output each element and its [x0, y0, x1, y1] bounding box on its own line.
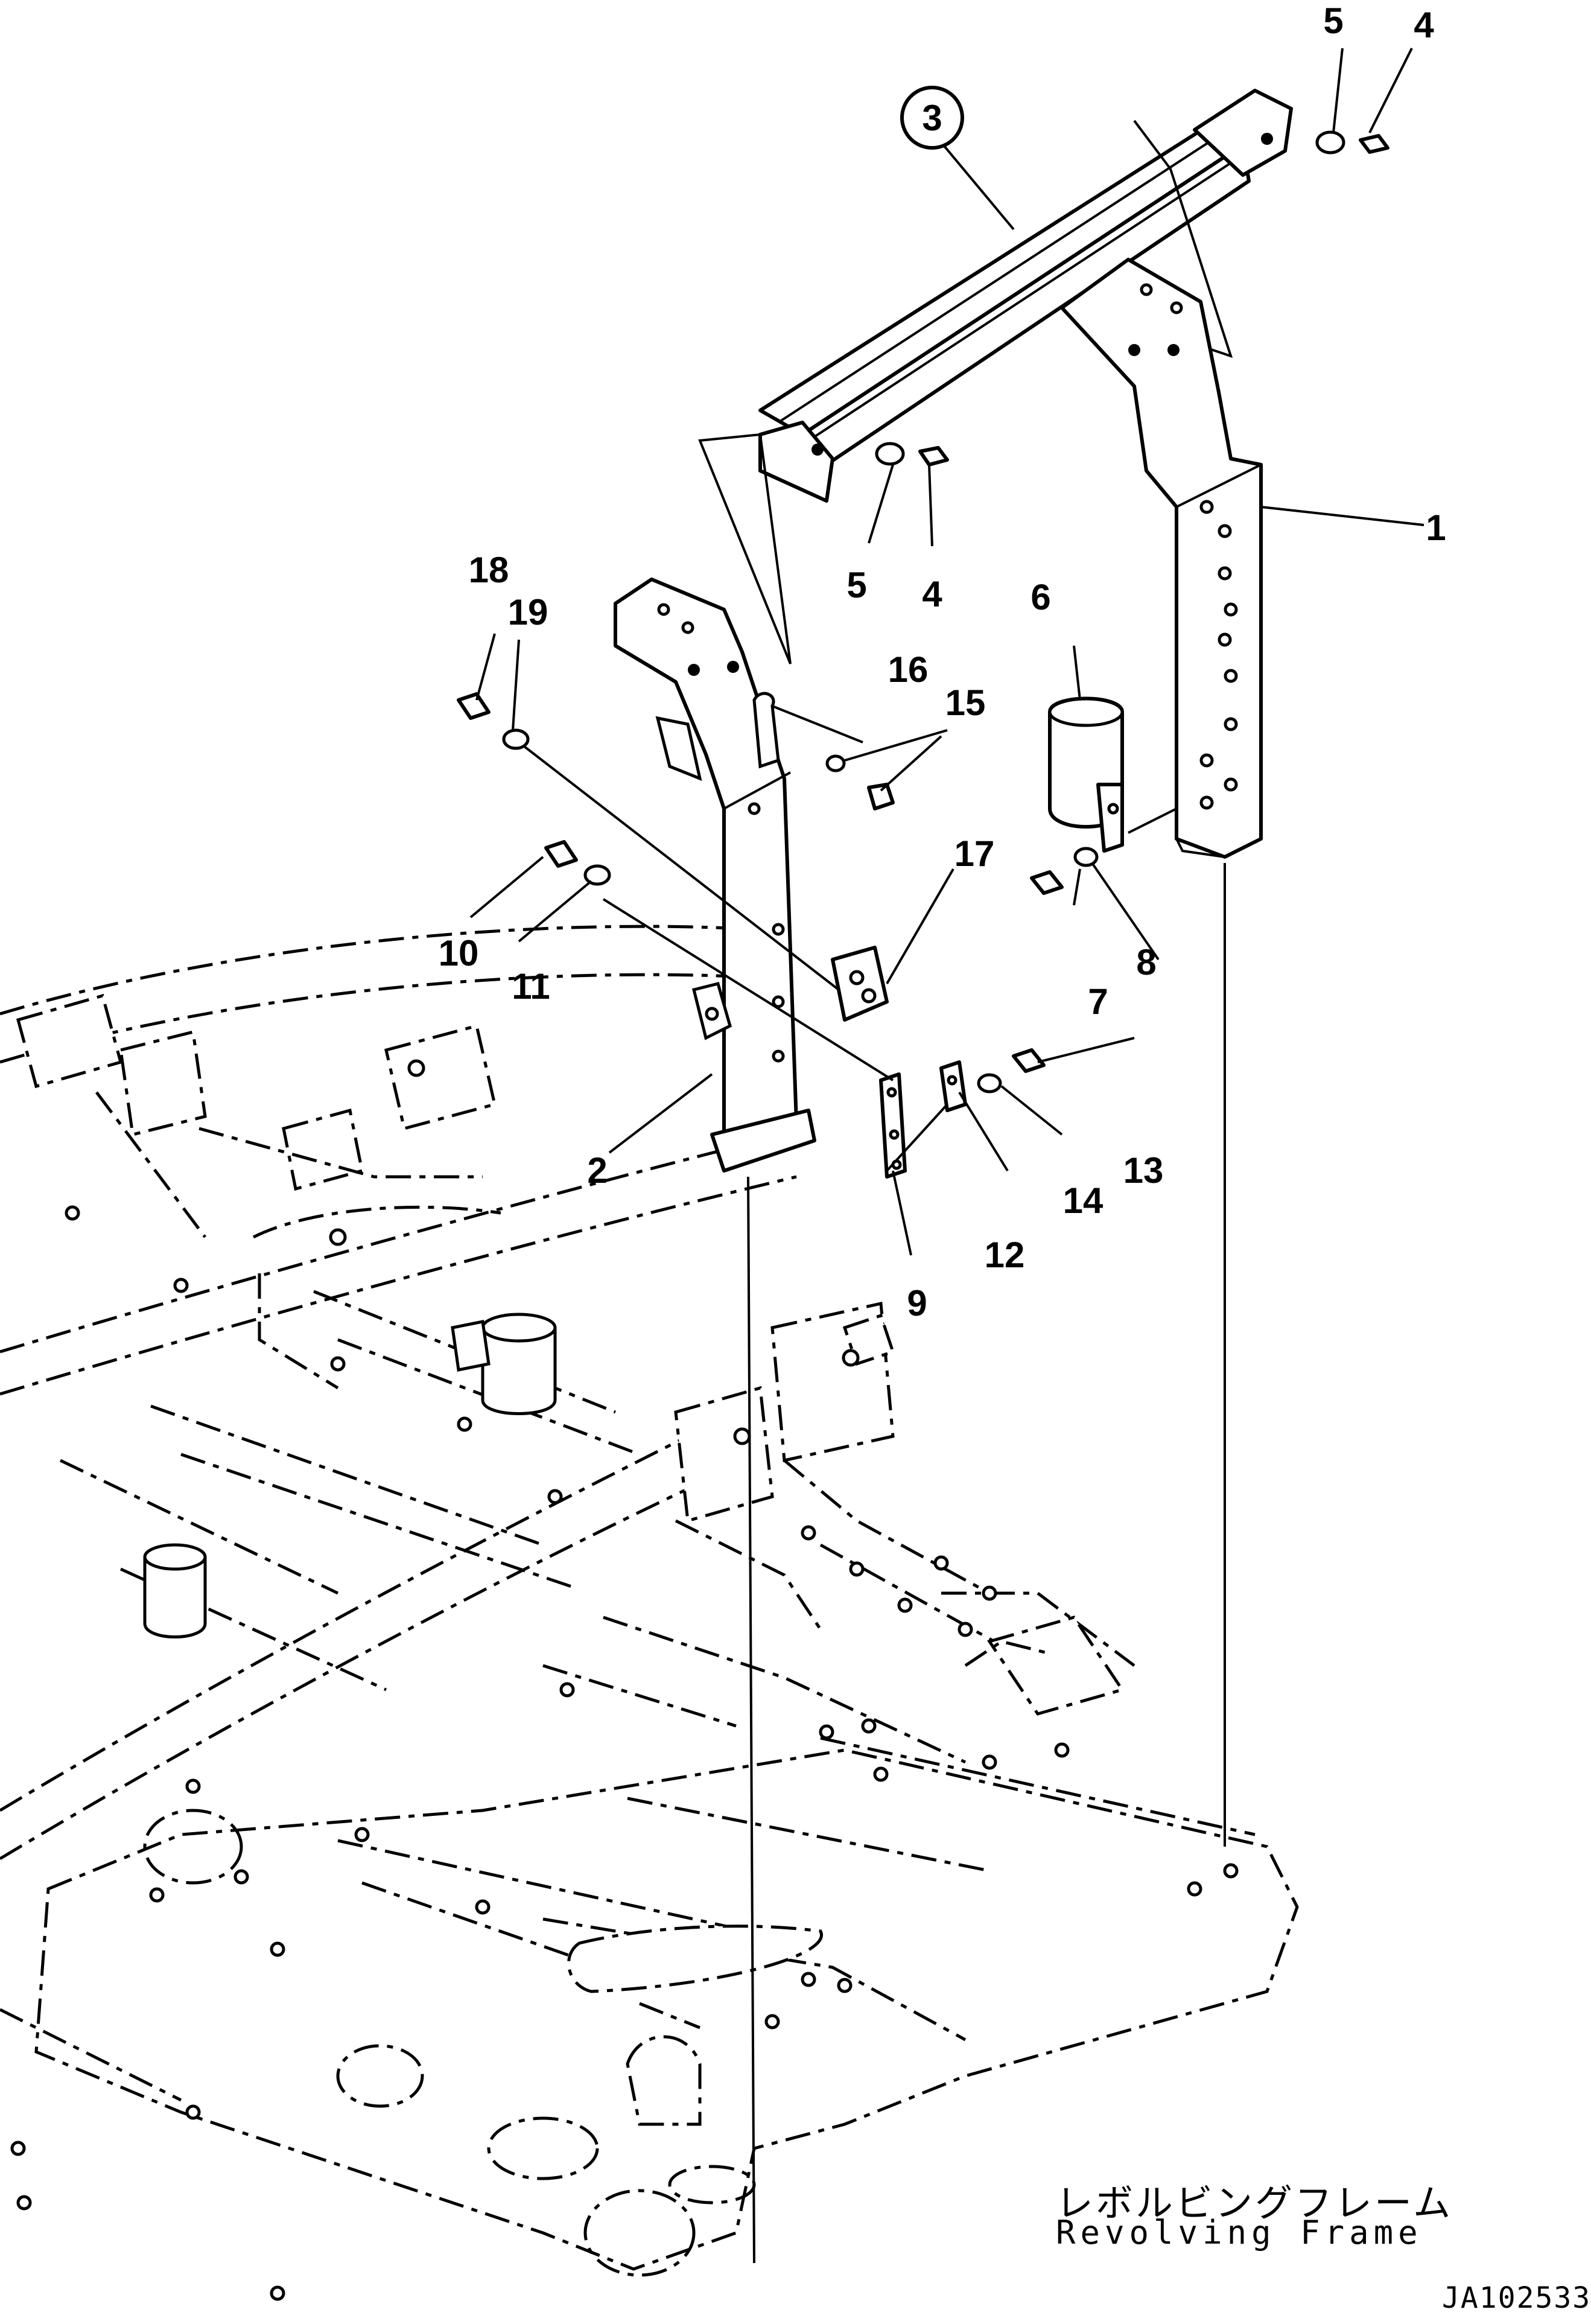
fasteners	[457, 130, 1389, 1094]
bracket-part-12	[939, 1060, 967, 1112]
label-2: 2	[587, 1150, 607, 1191]
callout-leaders	[469, 48, 1424, 1256]
callout-3-circle	[900, 86, 964, 150]
label-13: 13	[1123, 1150, 1164, 1191]
label-7: 7	[1088, 981, 1108, 1022]
frame-caption-english: Revolving Frame	[1056, 2214, 1423, 2252]
label-17: 17	[954, 833, 995, 874]
label-14: 14	[1063, 1180, 1104, 1221]
label-18: 18	[469, 550, 509, 590]
label-15: 15	[945, 683, 986, 723]
label-6: 6	[1030, 577, 1050, 617]
label-9: 9	[907, 1283, 927, 1323]
label-4-top: 4	[1414, 5, 1434, 45]
label-10: 10	[439, 933, 479, 973]
revolving-frame-outline	[0, 925, 1299, 2277]
callout-numbers: 3 5 4 1 5 4 6 18 19 16 15 17 10 11 8 7 1…	[439, 1, 1446, 1323]
right-post-part-1	[1060, 258, 1263, 859]
frame-mounts	[143, 1313, 557, 1638]
label-1: 1	[1426, 508, 1446, 548]
frame-caption-japanese: レボルビングフレーム	[1056, 2181, 1453, 2225]
drawing-id: JA102533	[1442, 2281, 1591, 2315]
bracket-part-17	[831, 946, 889, 1022]
label-4-mid: 4	[922, 574, 942, 614]
label-19: 19	[508, 592, 548, 632]
frame-holes	[10, 1059, 1239, 2301]
label-5-mid: 5	[846, 565, 866, 605]
label-5-top: 5	[1323, 1, 1343, 41]
label-11: 11	[512, 966, 550, 1007]
label-3: 3	[922, 98, 942, 138]
cross-beam-part-3	[698, 89, 1293, 664]
assembly-lines	[518, 705, 1226, 2264]
left-post-part-2	[614, 578, 816, 1173]
label-8: 8	[1136, 942, 1156, 982]
bracket-part-9	[879, 1072, 907, 1179]
label-16: 16	[888, 649, 929, 690]
label-12: 12	[985, 1235, 1025, 1275]
clamp-part-6	[1048, 696, 1124, 853]
